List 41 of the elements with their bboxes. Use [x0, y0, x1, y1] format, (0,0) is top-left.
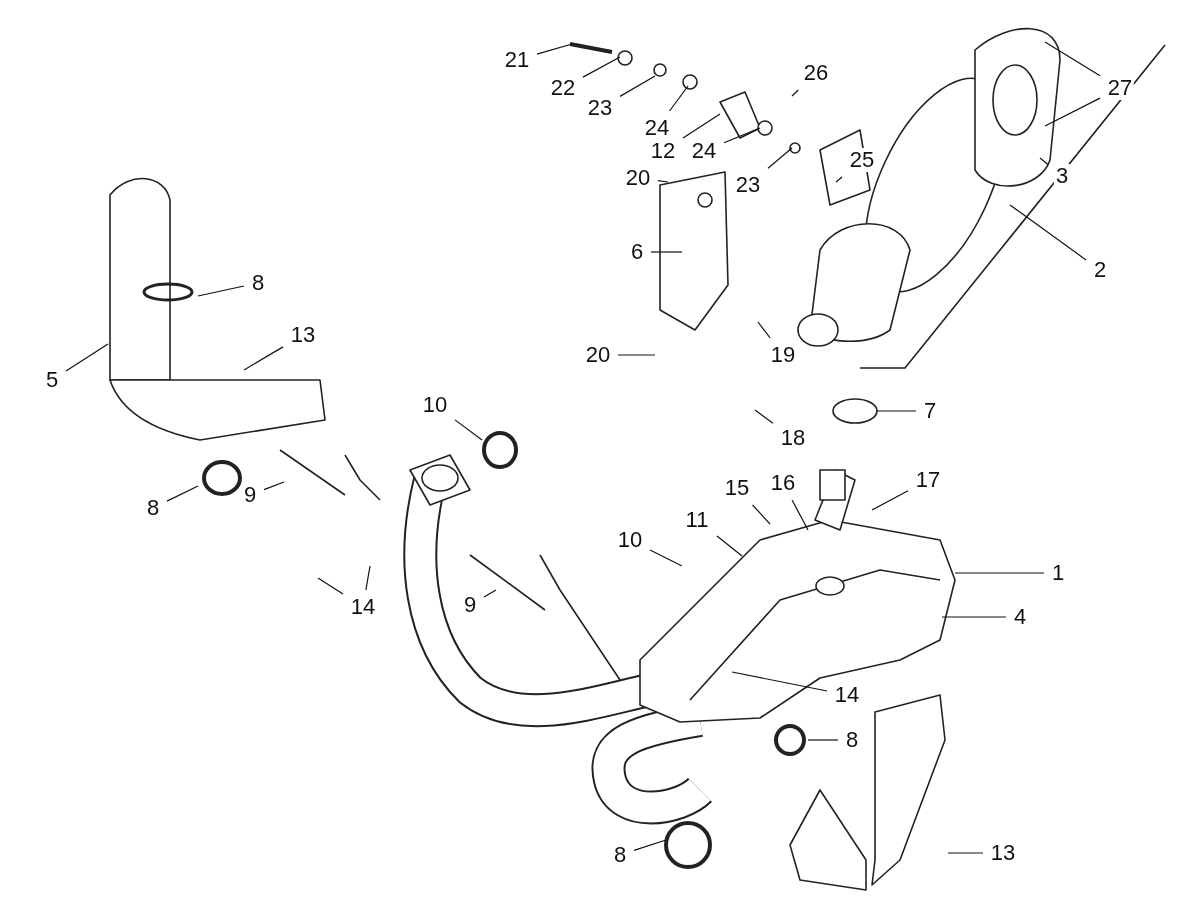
leader-line [633, 839, 667, 852]
leader-line [731, 671, 828, 692]
leader-line [791, 499, 809, 531]
leader-line [754, 409, 774, 424]
callout-number: 25 [847, 148, 877, 172]
leader-line [1009, 204, 1087, 261]
leader-line [657, 180, 669, 183]
leader-line [954, 572, 1045, 574]
leader-line [1044, 41, 1101, 77]
leader-line [454, 419, 483, 441]
leader-line [197, 285, 245, 297]
leader-line [65, 343, 109, 372]
leader-line [716, 535, 743, 557]
leader-line [166, 485, 199, 502]
leader-line [871, 490, 909, 511]
leader-line [752, 504, 771, 525]
leader-line [807, 739, 839, 741]
leader-line [875, 410, 917, 412]
leader-line [668, 85, 689, 112]
leader-line [947, 852, 984, 854]
leader-line [582, 56, 621, 78]
leader-line [767, 147, 793, 169]
callout-number: 3 [1053, 164, 1071, 188]
leader-line [682, 113, 721, 139]
leader-line [365, 565, 371, 591]
leader-line [263, 481, 285, 491]
leader-line [1039, 157, 1049, 166]
leader-line [617, 354, 656, 356]
leader-line [536, 43, 573, 55]
leader-line [723, 127, 761, 144]
leader-line [619, 75, 656, 97]
leader-line [835, 176, 843, 183]
leader-line [243, 346, 284, 371]
leader-line [1044, 97, 1101, 127]
leader-line [757, 321, 771, 339]
leader-line [317, 577, 344, 595]
leader-line [650, 251, 683, 253]
leader-line [483, 589, 497, 598]
leader-line [649, 549, 683, 567]
leader-line [791, 89, 799, 97]
leader-line [941, 616, 1007, 618]
